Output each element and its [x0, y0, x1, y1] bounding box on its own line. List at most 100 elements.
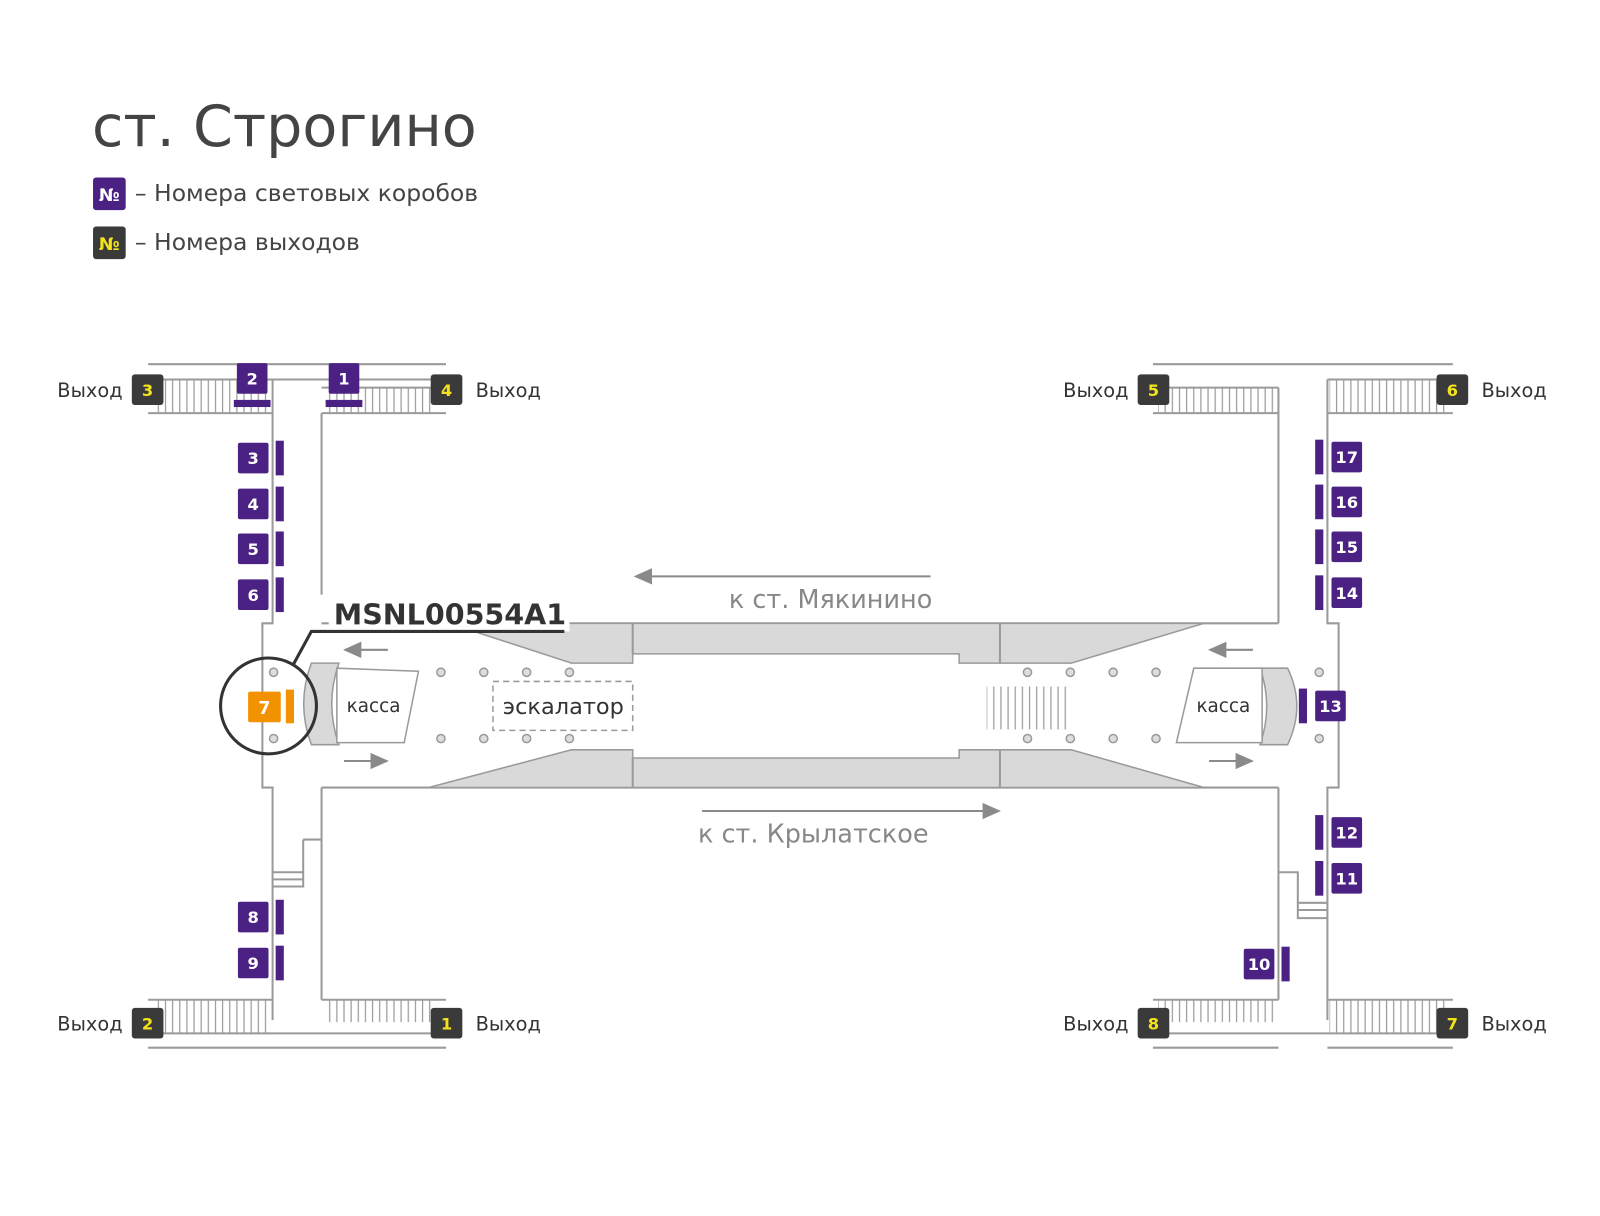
direction-bottom-label: к ст. Крылатское	[698, 820, 929, 850]
lightbox-number-box	[1331, 863, 1363, 894]
kassa-right-label: касса	[1196, 696, 1250, 717]
exit-number: 1	[441, 1014, 452, 1033]
lightbox-number-box	[237, 579, 269, 611]
lightbox-number: 14	[1335, 584, 1358, 603]
lightbox-number-box	[237, 442, 269, 474]
lightbox-15[interactable]: 15	[1315, 529, 1363, 565]
flow-arrows	[342, 568, 1254, 820]
lightbox-legend-symbol: №	[99, 186, 120, 206]
exit-number-box	[1436, 374, 1469, 405]
lightbox-17[interactable]: 17	[1315, 439, 1363, 475]
lightbox-legend-text: – Номера световых коробов	[135, 179, 478, 207]
column	[1314, 667, 1325, 678]
lightbox-number-box	[1331, 817, 1363, 848]
lightbox-9[interactable]: 9	[237, 945, 284, 981]
lightbox-bar	[275, 440, 284, 476]
column	[1151, 733, 1161, 744]
lightbox-number-box	[328, 363, 360, 394]
column	[521, 733, 532, 744]
lightbox-number-box	[1331, 486, 1363, 518]
lightbox-5[interactable]: 5	[237, 531, 284, 567]
column	[564, 733, 575, 744]
exit-number: 3	[142, 381, 153, 400]
exit-label: Выход	[1481, 379, 1546, 402]
exit-number-box	[430, 1007, 463, 1039]
lightbox-bar	[233, 399, 271, 408]
escalator-label: эскалатор	[503, 694, 624, 720]
lightbox-4[interactable]: 4	[237, 486, 284, 522]
lightbox-11[interactable]: 11	[1315, 860, 1363, 896]
lightbox-number: 15	[1335, 538, 1358, 557]
lightbox-number: 4	[248, 495, 259, 514]
exit-number: 8	[1148, 1014, 1159, 1033]
lightbox-1[interactable]: 1	[325, 363, 363, 408]
escalator: эскалатор	[492, 680, 634, 732]
lightbox-14[interactable]: 14	[1315, 575, 1363, 611]
lightbox-number: 9	[248, 954, 259, 973]
lightbox-number: 2	[247, 370, 258, 389]
lightbox-code: MSNL00554A1	[334, 597, 566, 631]
exit-8[interactable]: 8 Выход	[1063, 1007, 1170, 1039]
platform-tracks	[428, 622, 1205, 789]
exit-label: Выход	[1063, 1012, 1128, 1035]
lightbox-number-box	[237, 533, 269, 565]
column	[564, 667, 575, 678]
exit-number: 7	[1447, 1014, 1458, 1033]
lightbox-bar	[1315, 484, 1324, 520]
highlighted-lightbox[interactable]: MSNL00554A1 7	[219, 594, 570, 756]
exit-number-box	[1436, 1007, 1469, 1039]
lightbox-3[interactable]: 3	[237, 440, 284, 476]
legend-exit: № – Номера выходов	[93, 226, 360, 260]
exit-number-box	[1137, 1007, 1170, 1039]
lightbox-bar	[1315, 575, 1324, 611]
lightbox-bar	[1315, 439, 1324, 475]
lightbox-number: 3	[248, 449, 259, 468]
column	[1108, 733, 1119, 744]
column	[1314, 733, 1325, 744]
lightbox-number-box	[236, 363, 268, 394]
lightbox-legend-swatch	[93, 177, 126, 211]
column	[1022, 667, 1033, 678]
lightbox-8[interactable]: 8	[237, 899, 284, 935]
kassa-right: касса	[1175, 667, 1298, 746]
lightbox-number-box	[1315, 690, 1346, 722]
exit-label: Выход	[1063, 379, 1128, 402]
lightbox-16[interactable]: 16	[1315, 484, 1363, 520]
lightbox-bar	[1315, 815, 1324, 850]
kassa-left-label: касса	[347, 696, 401, 717]
exit-3[interactable]: 3 Выход	[57, 374, 164, 405]
lightbox-bar	[1281, 946, 1290, 982]
exit-number: 4	[441, 381, 452, 400]
exit-number-box	[131, 374, 164, 405]
exit-number-box	[131, 1007, 164, 1039]
lightbox-2[interactable]: 2	[233, 363, 271, 408]
exit-legend-text: – Номера выходов	[135, 228, 360, 256]
column	[478, 667, 489, 678]
lightbox-bar	[275, 899, 284, 935]
highlighted-box	[248, 691, 281, 723]
lightbox-10[interactable]: 10	[1243, 946, 1290, 982]
lightbox-13[interactable]: 13	[1298, 688, 1346, 724]
column	[1022, 733, 1033, 744]
lightbox-number-box	[1331, 577, 1363, 608]
lightbox-number: 5	[248, 540, 259, 559]
exit-label: Выход	[57, 1012, 122, 1035]
lightbox-number: 13	[1319, 697, 1342, 716]
stairs	[153, 379, 1447, 1034]
column	[1065, 733, 1076, 744]
lightbox-6[interactable]: 6	[237, 577, 284, 613]
lightbox-12[interactable]: 12	[1315, 815, 1363, 850]
column	[436, 667, 446, 678]
lightbox-number-box	[237, 488, 269, 520]
column	[1108, 667, 1119, 678]
exit-label: Выход	[57, 379, 122, 402]
